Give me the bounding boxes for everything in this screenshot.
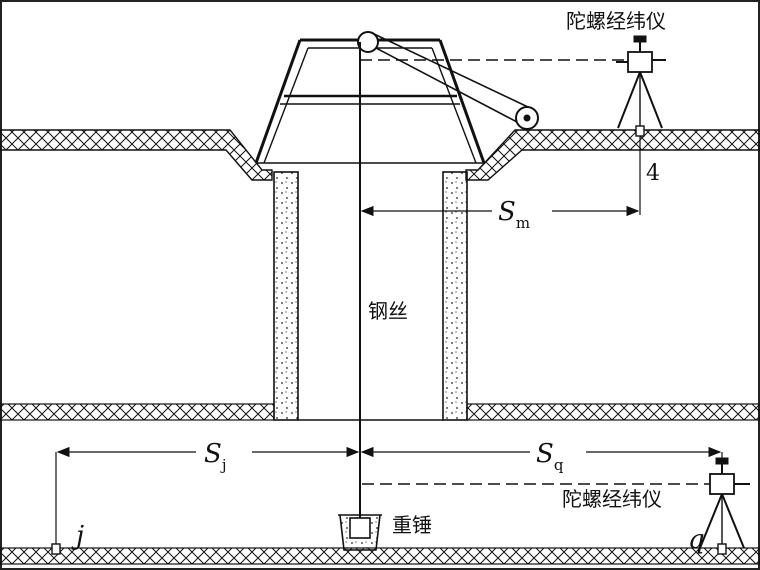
- point-q-label: q: [688, 525, 705, 555]
- pulley-system: [357, 31, 539, 130]
- top-theodolite: [616, 35, 666, 137]
- point-j-label: j: [71, 521, 84, 551]
- top-theodolite-label: 陀螺经纬仪: [566, 9, 666, 33]
- tunnel-roof: [0, 403, 760, 421]
- headframe: [254, 38, 486, 164]
- s-q-label: Sq: [536, 439, 564, 474]
- point-j-marker: [51, 543, 61, 555]
- s-j-label: Sj: [204, 439, 226, 474]
- point-4-label: 4: [646, 161, 660, 186]
- bottom-theodolite-label: 陀螺经纬仪: [562, 487, 662, 511]
- steel-wire-label: 钢丝: [368, 299, 408, 323]
- top-pulley: [357, 31, 379, 53]
- bottom-theodolite: [699, 457, 750, 555]
- shaft-walls: [273, 171, 468, 421]
- plumb-weight: [338, 514, 382, 551]
- weight-label: 重锤: [392, 513, 432, 537]
- s-m-label: Sm: [498, 197, 530, 232]
- tunnel-floor: [0, 547, 760, 565]
